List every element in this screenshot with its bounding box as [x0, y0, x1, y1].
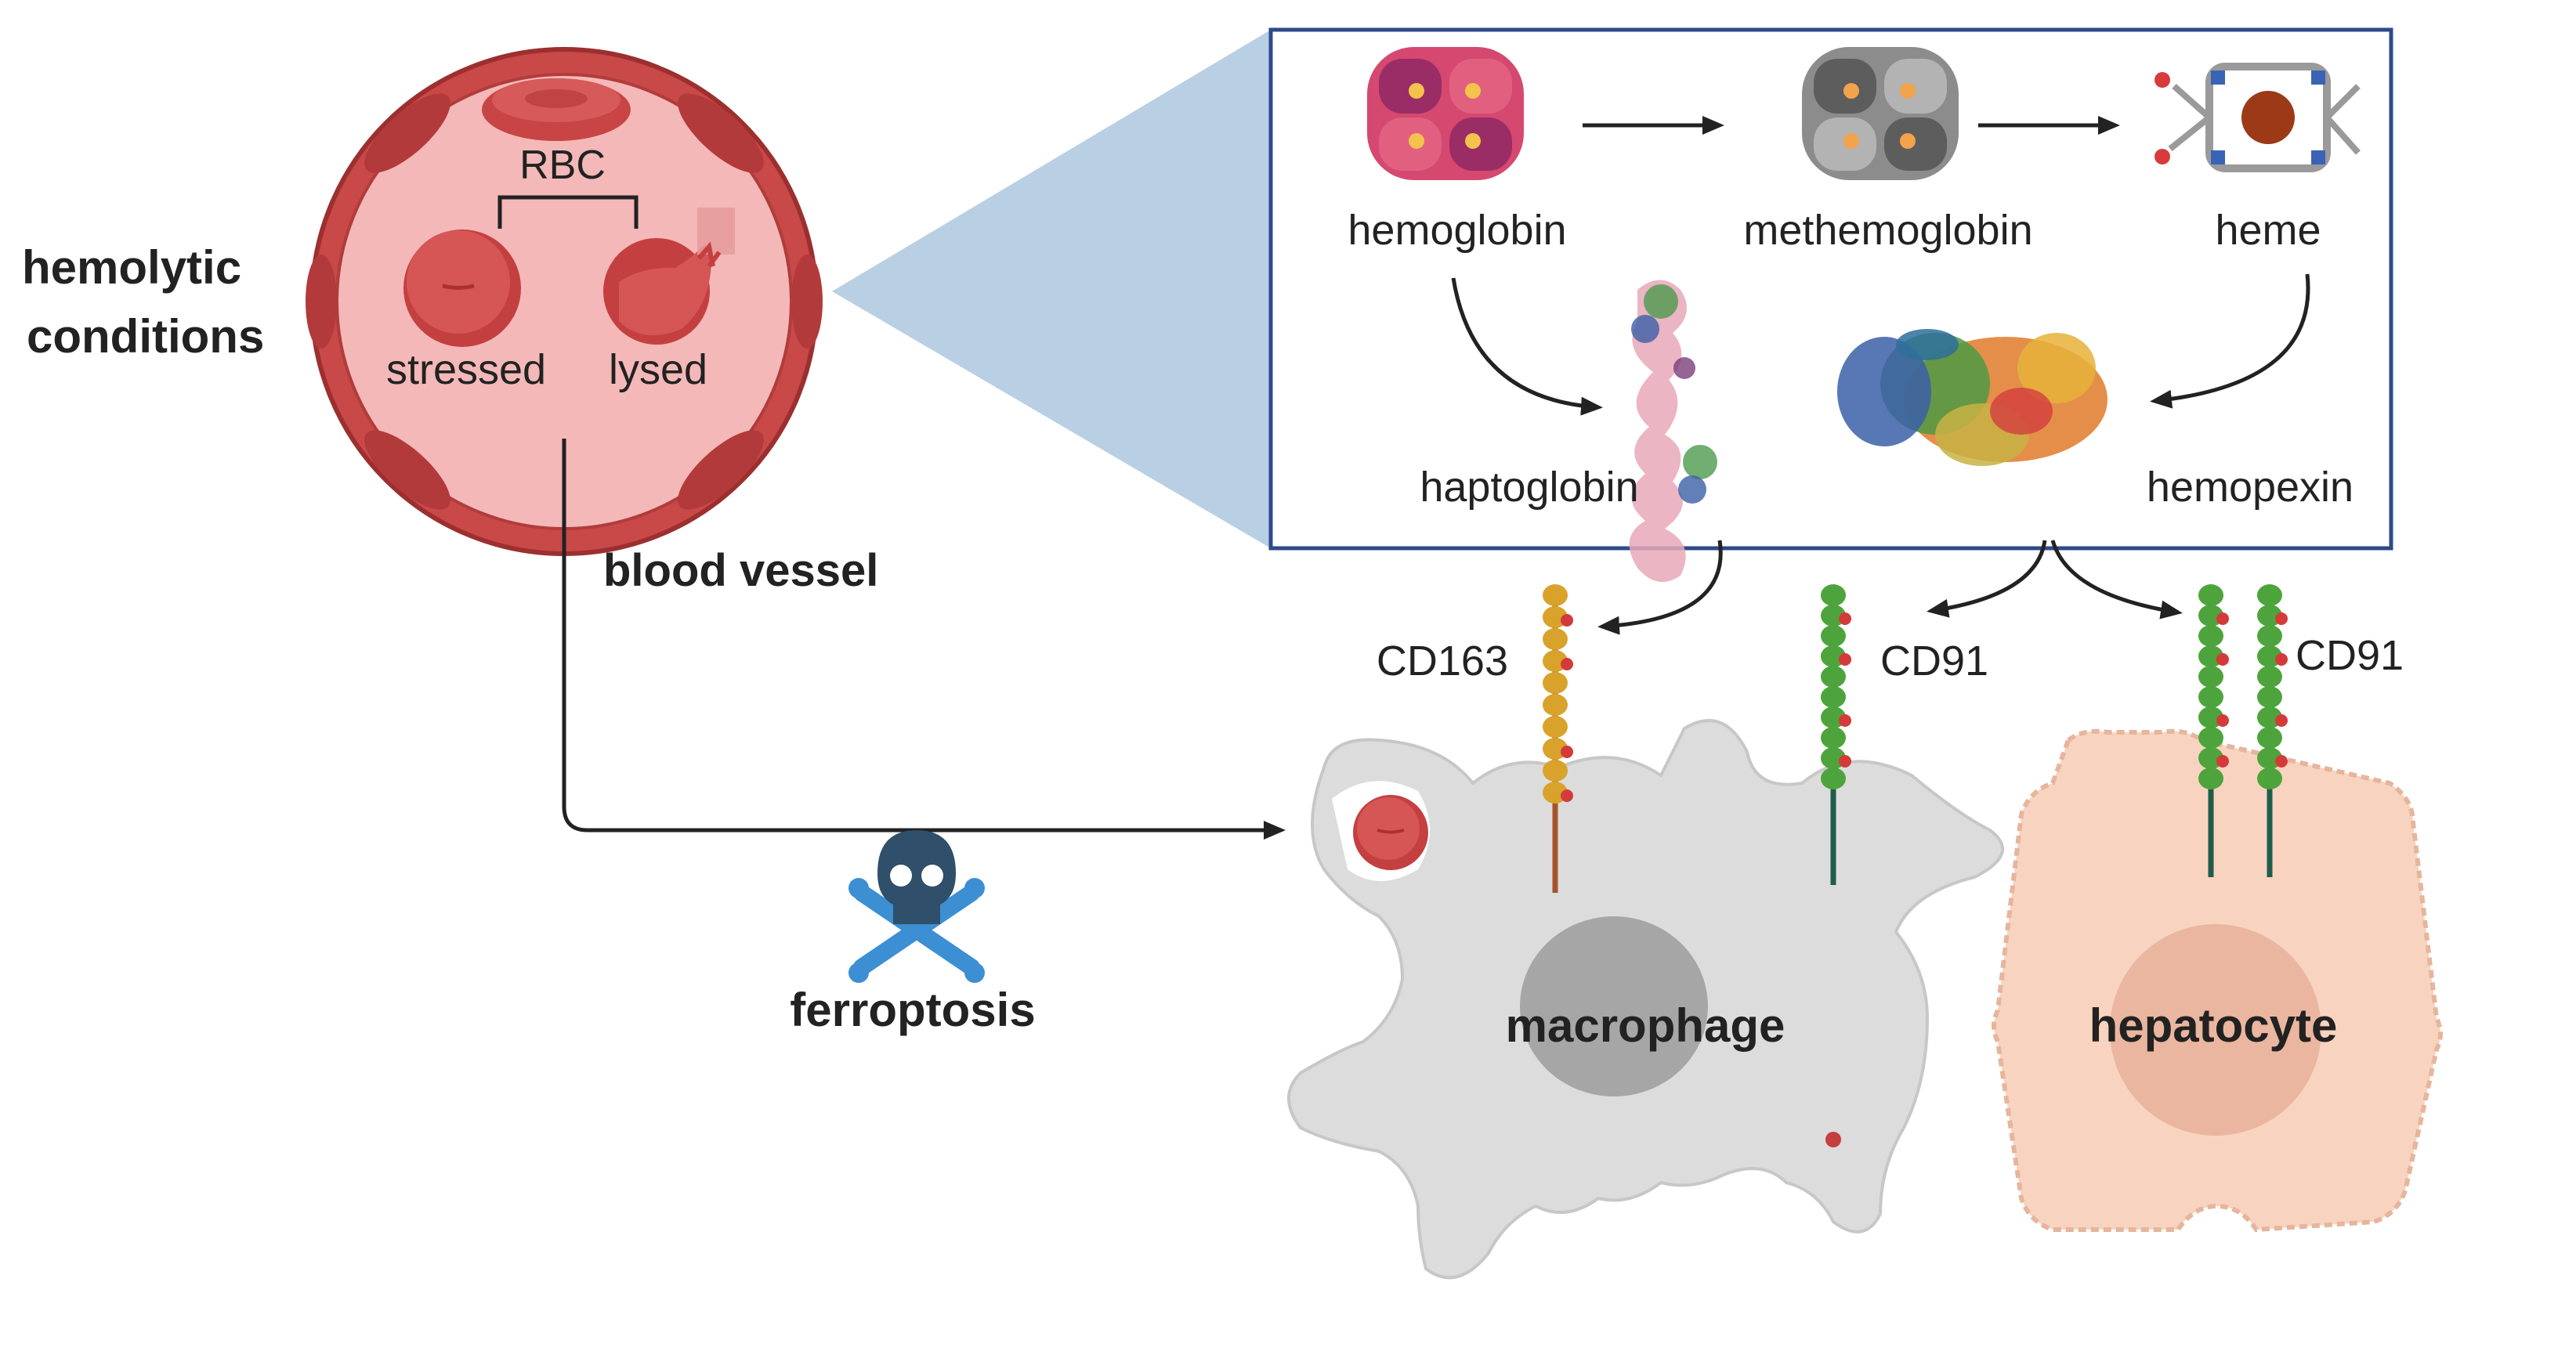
cd91-hepatocyte-label: CD91 [2296, 632, 2404, 679]
arrow-haptoglobin-to-cd163 [1597, 540, 1723, 635]
hemoglobin-label: hemoglobin [1348, 207, 1566, 254]
receptor-bead [1543, 628, 1568, 650]
receptor-bead [1543, 760, 1568, 782]
macrophage-nucleus [1520, 916, 1708, 1096]
hepatocyte-label: hepatocyte [2089, 999, 2338, 1052]
cd91-macrophage-label: CD91 [1880, 638, 1988, 685]
hemolytic-conditions-line1: hemolytic [22, 241, 241, 294]
receptor-bead [1821, 584, 1846, 606]
receptor-bead [2257, 625, 2282, 647]
receptor-bead [2198, 625, 2223, 647]
hepatocyte-nucleus [2110, 924, 2321, 1136]
cd91-receptor-macrophage [1821, 584, 1851, 885]
arrow-hemopexin-to-cd91-hepatocyte [2050, 540, 2183, 620]
receptor-dot [1839, 612, 1851, 625]
receptor-bead [2257, 686, 2282, 708]
receptor-dot [2216, 714, 2229, 727]
receptor-dot [1561, 614, 1573, 627]
receptor-bead [2198, 584, 2223, 606]
cd163-label: CD163 [1377, 638, 1508, 685]
endothelial-cell [364, 93, 450, 173]
endothelial-cell [678, 93, 764, 173]
receptor-dot [1561, 746, 1573, 758]
arrow-hemopexin-to-cd91-macrophage [1927, 540, 2047, 618]
receptor-dot [2216, 612, 2229, 625]
hepatocyte-cell [1992, 728, 2443, 1233]
heme-label: heme [2215, 207, 2321, 254]
receptor-bead [1543, 716, 1568, 738]
rbc-disc [482, 78, 631, 141]
methemoglobin-molecule [1802, 47, 1959, 180]
rbc-label: RBC [519, 143, 606, 188]
cd163-receptor [1543, 584, 1573, 893]
hemolytic-conditions-line2: conditions [27, 310, 264, 363]
hemopexin-label: hemopexin [2147, 464, 2353, 511]
receptor-bead [2257, 727, 2282, 749]
receptor-bead [1821, 768, 1846, 789]
receptor-dot [1561, 658, 1573, 670]
receptor-bead [2257, 584, 2282, 606]
haptoglobin-label: haptoglobin [1420, 464, 1638, 511]
endothelial-cell [791, 255, 823, 349]
receptor-bead [2198, 727, 2223, 749]
receptor-dot [1839, 653, 1851, 666]
macrophage-cell [1287, 719, 2004, 1280]
receptor-dot [2216, 653, 2229, 666]
receptor-bead [1821, 666, 1846, 688]
receptor-dot [2275, 714, 2288, 727]
receptor-bead [1543, 672, 1568, 694]
stressed-label: stressed [386, 346, 546, 393]
lysed-label: lysed [609, 346, 707, 393]
endothelial-cell [678, 430, 764, 510]
receptor-bead [1543, 584, 1568, 606]
receptor-bead [2257, 768, 2282, 789]
hemopexin-molecule [1837, 329, 2107, 466]
endothelial-cell [306, 255, 337, 349]
heme-molecule [2155, 63, 2361, 172]
receptor-dot [1839, 755, 1851, 768]
arrow-heme-to-hemopexin [2150, 273, 2310, 409]
receptor-bead [2257, 666, 2282, 688]
receptor-bead [2198, 686, 2223, 708]
hemoglobin-molecule [1367, 47, 1524, 180]
receptor-dot [1839, 714, 1851, 727]
ferroptosis-label: ferroptosis [790, 984, 1035, 1036]
haptoglobin-molecule [1629, 280, 1717, 582]
lysed-rbc [603, 208, 735, 345]
receptor-bead [1543, 694, 1568, 716]
methemoglobin-label: methemoglobin [1743, 207, 2032, 254]
engulfed-rbc [1353, 795, 1428, 870]
receptor-bead [1821, 625, 1846, 647]
blood-vessel-label: blood vessel [603, 545, 878, 596]
macrophage-label: macrophage [1506, 999, 1785, 1052]
receptor-bead [2198, 666, 2223, 688]
rbc-bracket [497, 195, 639, 229]
stressed-rbc [403, 229, 521, 347]
receptor-dot [2275, 755, 2288, 768]
skull-crossbones-icon [848, 830, 985, 983]
zoom-wedge [832, 30, 1271, 548]
endothelial-cell [364, 430, 450, 510]
receptor-bead [2198, 768, 2223, 789]
blood-vessel: RBC stressed lysed [306, 47, 823, 556]
receptor-bead [1821, 727, 1846, 749]
receptor-dot [2275, 653, 2288, 666]
arrow-hemoglobin-to-haptoglobin [1451, 277, 1603, 416]
receptor-dot [2216, 755, 2229, 768]
receptor-dot [2275, 612, 2288, 625]
arrow-vessel-to-macrophage [562, 439, 1286, 840]
receptor-bead [1821, 686, 1846, 708]
receptor-dot [1561, 789, 1573, 802]
cd91-receptor-hepatocyte [2198, 584, 2288, 877]
